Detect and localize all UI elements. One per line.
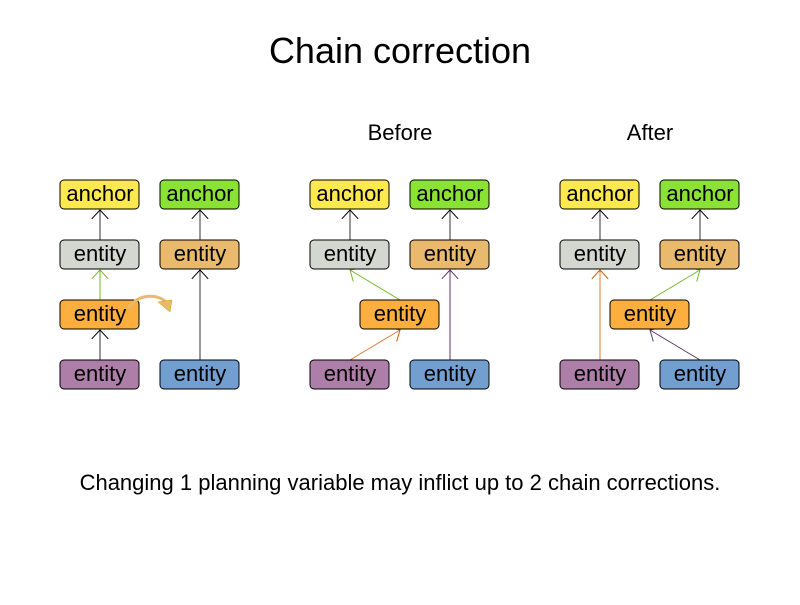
p2-entity-tan: entity xyxy=(409,239,490,270)
arrowhead-icon xyxy=(191,269,209,280)
arrowhead-icon xyxy=(91,269,109,280)
node-label: entity xyxy=(674,241,727,266)
node-label: entity xyxy=(574,241,627,266)
chain-arrow xyxy=(91,329,109,360)
node-label: entity xyxy=(624,301,677,326)
chain-arrow xyxy=(591,209,609,240)
arrowhead-icon xyxy=(591,269,609,280)
caption: Changing 1 planning variable may inflict… xyxy=(80,470,721,495)
node-label: entity xyxy=(374,301,427,326)
p2-anchor-yellow: anchor xyxy=(309,179,390,210)
chain-arrow xyxy=(191,269,209,360)
page-title: Chain correction xyxy=(269,30,531,71)
p1-anchor-yellow: anchor xyxy=(59,179,140,210)
node-label: entity xyxy=(74,241,127,266)
p3-entity-orange: entity xyxy=(609,299,690,330)
node-label: anchor xyxy=(316,181,383,206)
chain-arrow xyxy=(341,209,359,240)
arrowhead-icon xyxy=(649,327,662,342)
p1-anchor-green: anchor xyxy=(159,179,240,210)
chain-arrow xyxy=(191,209,209,240)
arrowhead-icon xyxy=(349,267,362,282)
panel-heading-before: Before xyxy=(368,120,433,145)
arrowhead-icon xyxy=(91,209,109,220)
p3-entity-gray: entity xyxy=(559,239,640,270)
p3-entity-purple: entity xyxy=(559,359,640,390)
node-label: entity xyxy=(574,361,627,386)
arrowhead-icon xyxy=(91,329,109,340)
node-label: entity xyxy=(424,241,477,266)
chain-arrow xyxy=(441,269,459,360)
p1-entity-blue: entity xyxy=(159,359,240,390)
node-label: entity xyxy=(674,361,727,386)
p2-entity-orange: entity xyxy=(359,299,440,330)
node-label: anchor xyxy=(66,181,133,206)
arrowhead-icon xyxy=(441,209,459,220)
p2-entity-purple: entity xyxy=(309,359,390,390)
node-label: anchor xyxy=(416,181,483,206)
chain-arrow xyxy=(649,327,701,361)
node-label: entity xyxy=(174,361,227,386)
chain-arrow xyxy=(591,269,609,360)
p1-entity-purple: entity xyxy=(59,359,140,390)
chain-arrow xyxy=(349,267,401,301)
p2-entity-gray: entity xyxy=(309,239,390,270)
p1-entity-tan: entity xyxy=(159,239,240,270)
chain-arrow xyxy=(91,209,109,240)
p1-entity-gray: entity xyxy=(59,239,140,270)
node-label: entity xyxy=(74,301,127,326)
node-label: entity xyxy=(424,361,477,386)
chain-arrow xyxy=(649,267,701,301)
arrowhead-icon xyxy=(441,269,459,280)
p3-entity-tan: entity xyxy=(659,239,740,270)
p2-anchor-green: anchor xyxy=(409,179,490,210)
arrowhead-icon xyxy=(388,327,401,342)
arrowhead-icon xyxy=(688,267,701,282)
p3-anchor-green: anchor xyxy=(659,179,740,210)
p1-entity-orange: entity xyxy=(59,299,140,330)
arrowhead-icon xyxy=(591,209,609,220)
node-label: anchor xyxy=(666,181,733,206)
chain-arrow xyxy=(691,209,709,240)
node-label: entity xyxy=(324,241,377,266)
p3-entity-blue: entity xyxy=(659,359,740,390)
chain-arrow xyxy=(349,327,401,361)
arrowhead-icon xyxy=(341,209,359,220)
chain-arrow xyxy=(441,209,459,240)
move-arrow-head-icon xyxy=(157,299,173,313)
node-label: entity xyxy=(74,361,127,386)
arrowhead-icon xyxy=(191,209,209,220)
node-label: entity xyxy=(324,361,377,386)
arrowhead-icon xyxy=(691,209,709,220)
node-label: anchor xyxy=(566,181,633,206)
node-label: anchor xyxy=(166,181,233,206)
panel-heading-after: After xyxy=(627,120,673,145)
chain-arrow xyxy=(91,269,109,300)
p2-entity-blue: entity xyxy=(409,359,490,390)
node-label: entity xyxy=(174,241,227,266)
p3-anchor-yellow: anchor xyxy=(559,179,640,210)
